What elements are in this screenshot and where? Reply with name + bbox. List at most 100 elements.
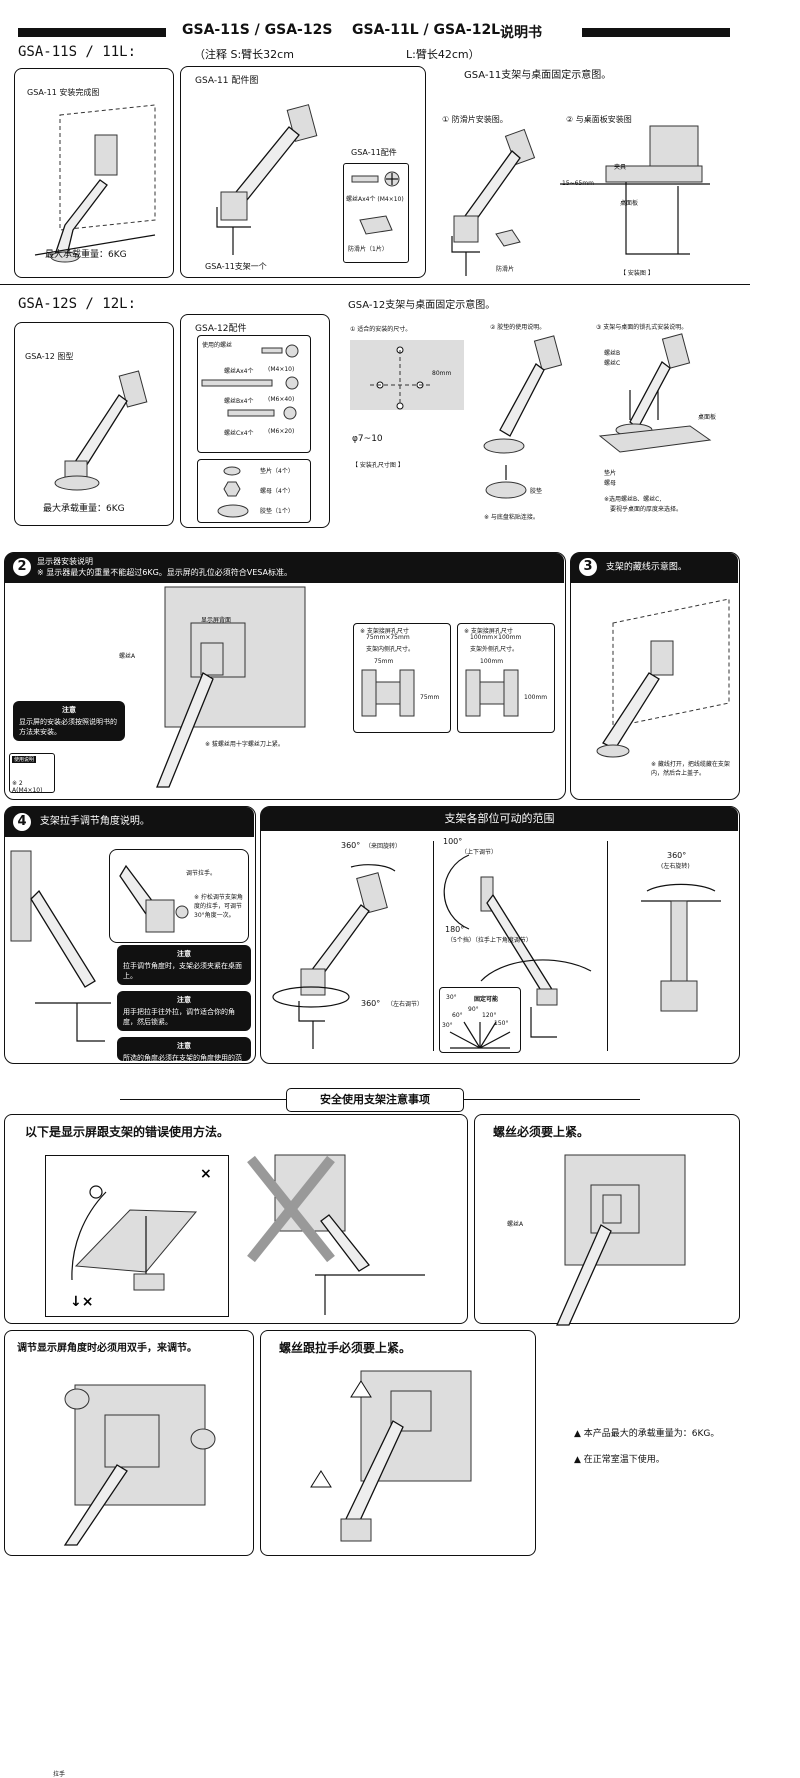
gsa11-desk-title: GSA-11支架与桌面固定示意图。 <box>464 70 612 81</box>
gsa12-screw-a-spec: (M4×10) <box>268 366 295 373</box>
range-r1-note: （来回旋转） <box>365 843 402 850</box>
sec2-monitor-illustration <box>156 586 306 788</box>
gsa11-parts-sub: GSA-11配件 <box>351 148 397 157</box>
sec2-screw-a: 螺丝A <box>119 653 136 660</box>
rubber-pad-icon <box>217 504 249 518</box>
vesa100-plate <box>465 669 519 717</box>
gsa11-screw-label: 螺丝Ax4个 (M4×10) <box>346 196 404 203</box>
sec3-num: 3 <box>579 558 597 576</box>
range-r5: 360° <box>667 851 687 860</box>
gsa12-screw-b: 螺丝Bx4个 <box>224 398 254 405</box>
gsa12-dim-hole: φ7~10 <box>352 434 383 444</box>
gsa12-dim-80: 80mm <box>432 370 452 377</box>
gsa12-hole-diagram: 80mm <box>350 340 464 410</box>
sec4-w2-title: 注意 <box>177 996 191 1004</box>
safety-n1: ▲ 本产品最大的承载重量为：6KG。 <box>574 1429 720 1439</box>
sec2-panel: 2 显示器安装说明 ※ 显示器最大的重量不能超过6KG。显示屏的孔位必须符合VE… <box>4 552 566 800</box>
wrong-fig-1: × ↓× <box>45 1155 229 1317</box>
range-r3-note: （上下调节） <box>461 849 498 856</box>
header-note-l: L:臂长42cm） <box>406 48 480 61</box>
gsa12-screw-c-lbl: 螺丝C <box>604 360 621 367</box>
gsa12-nut: 螺母（4个） <box>260 488 294 495</box>
range-divider-2 <box>607 841 608 1051</box>
range-r3: 100° <box>443 837 463 846</box>
range-arm-3 <box>641 883 721 1012</box>
range-divider-1 <box>433 841 434 1051</box>
gsa12-desk-lbl: 桌面板 <box>698 414 717 421</box>
sec2-small-box: 使用说明 ※ 2 A(M4×10) <box>9 753 55 794</box>
safety-title-box: 安全使用支架注意事项 <box>286 1088 464 1112</box>
gsa11-parts-panel: GSA-11 配件图 GSA-11支架一个 GSA-11配件 螺丝Ax4个 (M… <box>180 66 426 278</box>
sec2-warn-title: 注意 <box>62 706 76 714</box>
safety-n2: ▲ 在正常室温下使用。 <box>574 1455 665 1465</box>
safety-handle-panel: 螺丝跟拉手必须要上紧。 <box>260 1330 536 1556</box>
sec3-panel: 3 支架的藏线示意图。 ※ 藏线打开，把线缆藏在支架内，然后合上盖子。 <box>570 552 740 800</box>
sec4-w2-body: 用手把拉手往外拉，调节适合你的角度，然后锁紧。 <box>123 1008 235 1026</box>
range-fixed: 固定可能 <box>474 996 499 1003</box>
screw-icon <box>351 171 400 187</box>
range-a30b: 30° <box>442 1022 453 1029</box>
range-a30: 30° <box>446 994 457 1001</box>
gsa12-screw-b-lbl: 螺丝B <box>604 350 621 357</box>
gsa12-note1: ※选用螺丝B、螺丝C, <box>604 496 662 503</box>
sec2-warn-body: 显示屏的安装必须按照说明书的方法来安装。 <box>19 718 117 736</box>
vesa75-plate <box>361 669 415 717</box>
gsa12-max-load: 最大承载重量：6KG <box>43 504 125 514</box>
sec4-panel: 4 支架拉手调节角度说明。 拉手 调节拉手。 ※ 拧松调节支架角度的拉手，可调节… <box>4 806 256 1778</box>
sec2-small-screw: ※ 2 A(M4×10) <box>12 780 43 794</box>
sec12-model: GSA-12S / 12L: <box>18 296 137 312</box>
gsa12-s3: ③ 支架与桌面的锁孔式安装说明。 <box>596 324 688 331</box>
gsa11-arm-illustration <box>216 104 318 255</box>
sec2-warning: 注意 显示屏的安装必须按照说明书的方法来安装。 <box>13 701 125 741</box>
tight-illustration <box>556 1154 686 1326</box>
safety-hands-panel: 调节显示屏角度时必须用双手，来调节。 <box>4 1330 254 1556</box>
range-a60: 60° <box>452 1012 463 1019</box>
safety-wrong: 以下是显示屏跟支架的错误使用方法。 <box>25 1125 230 1139</box>
gsa12-pic-panel: GSA-12 图型 最大承载重量：6KG <box>14 322 174 526</box>
gsa12-hardware-box: 垫片（4个） 螺母（4个） 胶垫（1个） <box>197 459 311 523</box>
sec4-handle: 拉手 <box>53 1771 66 1778</box>
gsa12-hole-caption: 【 安装孔尺寸图 】 <box>352 462 404 469</box>
pad-icon <box>359 215 393 235</box>
safety-wrong-panel: 以下是显示屏跟支架的错误使用方法。 × ↓× <box>4 1114 468 1324</box>
vesa75-w: 75mm <box>374 658 394 665</box>
sec2-title: 显示器安装说明 <box>37 557 93 566</box>
range-arm-2 <box>443 854 592 1038</box>
sec3-title: 支架的藏线示意图。 <box>605 562 687 573</box>
hands-illustration <box>63 1384 216 1546</box>
gsa12-washer-lbl: 垫片 <box>604 470 617 477</box>
gsa12-s2: ② 胶垫的使用说明。 <box>490 324 546 331</box>
vesa75-t2: 75mm×75mm <box>366 634 410 641</box>
sec11-model: GSA-11S / 11L: <box>18 44 137 60</box>
sec3-header: 3 支架的藏线示意图。 <box>571 553 738 583</box>
sec4-arm-illustration <box>10 850 111 1042</box>
gsa11-install-illustration <box>34 104 156 263</box>
gsa11-install-panel: GSA-11 安装完成图 最大承载重量：6KG <box>14 68 174 278</box>
safety-screw-handle: 螺丝跟拉手必须要上紧。 <box>279 1341 412 1355</box>
vesa75-t3: 支架内侧孔尺寸。 <box>366 646 415 653</box>
vesa75-box: ※ 支架接屏孔尺寸 75mm×75mm 支架内侧孔尺寸。 75mm 75mm <box>353 623 451 733</box>
range-r5-note: (左右旋转) <box>661 863 690 870</box>
header-title-right: GSA-11L / GSA-12L <box>352 22 501 38</box>
vesa100-box: ※ 支架接屏孔尺寸 100mm×100mm 支架外侧孔尺寸。 100mm 100… <box>457 623 555 733</box>
gsa11-pad-label: 防滑片（1片） <box>348 246 388 253</box>
vesa100-h: 100mm <box>524 694 548 701</box>
wrong-illustration-2 <box>247 1154 425 1315</box>
nut-icon <box>223 481 241 497</box>
angle-fan <box>449 1021 511 1049</box>
safety-both-hands: 调节显示屏角度时必须用双手，来调节。 <box>17 1343 197 1354</box>
header-title-suffix: 说明书 <box>500 25 542 41</box>
safety-title: 安全使用支架注意事项 <box>320 1093 430 1106</box>
sec4-knob-box: 调节拉手。 ※ 拧松调节支架角度的拉手，可调节30°角度一次。 <box>109 849 249 943</box>
sec4-w1-body: 拉手调节角度时，支架必须夹紧在桌面上。 <box>123 962 242 980</box>
range-header: 支架各部位可动的范围 <box>261 807 738 831</box>
gsa11-desk: 桌面板 <box>620 200 639 207</box>
gsa11-max-load: 最大承载重量：6KG <box>45 250 127 260</box>
screw-b-icon <box>201 376 299 390</box>
vesa75-t1: ※ 支架接屏孔尺寸 <box>360 628 409 635</box>
gsa12-pad-illustration <box>483 335 563 499</box>
range-a150: 150° <box>494 1020 509 1027</box>
sec4-w1-title: 注意 <box>177 950 191 958</box>
sec3-note: ※ 藏线打开，把线缆藏在支架内，然后合上盖子。 <box>651 761 730 777</box>
sec4-w3-title: 注意 <box>177 1042 191 1050</box>
